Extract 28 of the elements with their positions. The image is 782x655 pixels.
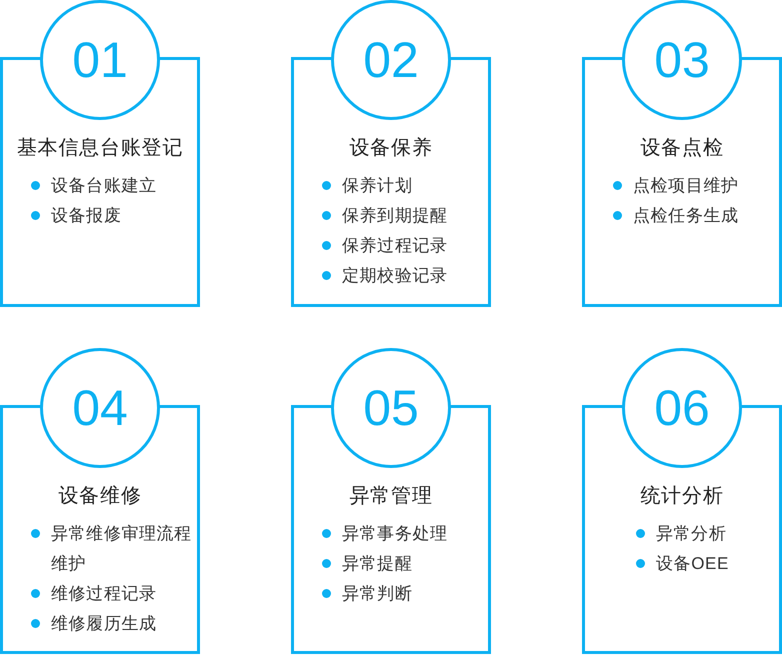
module-title: 设备保养 [349, 136, 433, 161]
list-item-text: 异常分析 [656, 523, 726, 545]
step-number: 06 [654, 380, 710, 436]
step-number: 04 [72, 380, 128, 436]
list-item-text: 异常事务处理 [342, 523, 448, 545]
list-item-text: 保养到期提醒 [342, 205, 448, 227]
step-number: 02 [363, 32, 419, 88]
list-item-text: 点检任务生成 [633, 205, 739, 227]
module-title: 设备维修 [58, 484, 142, 509]
step-number: 05 [363, 380, 419, 436]
list-item-text: 异常维修审理流程维护 [51, 523, 193, 575]
step-number: 03 [654, 32, 710, 88]
list-item-text: 设备OEE [656, 553, 729, 575]
list-item-text: 保养过程记录 [342, 235, 448, 257]
list-item-text: 维修过程记录 [51, 583, 157, 605]
list-item-text: 设备报废 [51, 205, 122, 227]
module-title: 统计分析 [640, 484, 724, 509]
list-item-text: 设备台账建立 [51, 175, 157, 197]
list-item-text: 异常判断 [342, 583, 412, 605]
list-item-text: 点检项目维护 [633, 175, 739, 197]
module-title: 基本信息台账登记 [16, 136, 184, 161]
step-number: 01 [72, 32, 128, 88]
module-title: 设备点检 [640, 136, 724, 161]
list-item-text: 定期校验记录 [342, 265, 448, 287]
list-item-text: 保养计划 [342, 175, 412, 197]
list-item-text: 异常提醒 [342, 553, 412, 575]
list-item-text: 维修履历生成 [51, 613, 157, 635]
module-title: 异常管理 [349, 484, 433, 509]
